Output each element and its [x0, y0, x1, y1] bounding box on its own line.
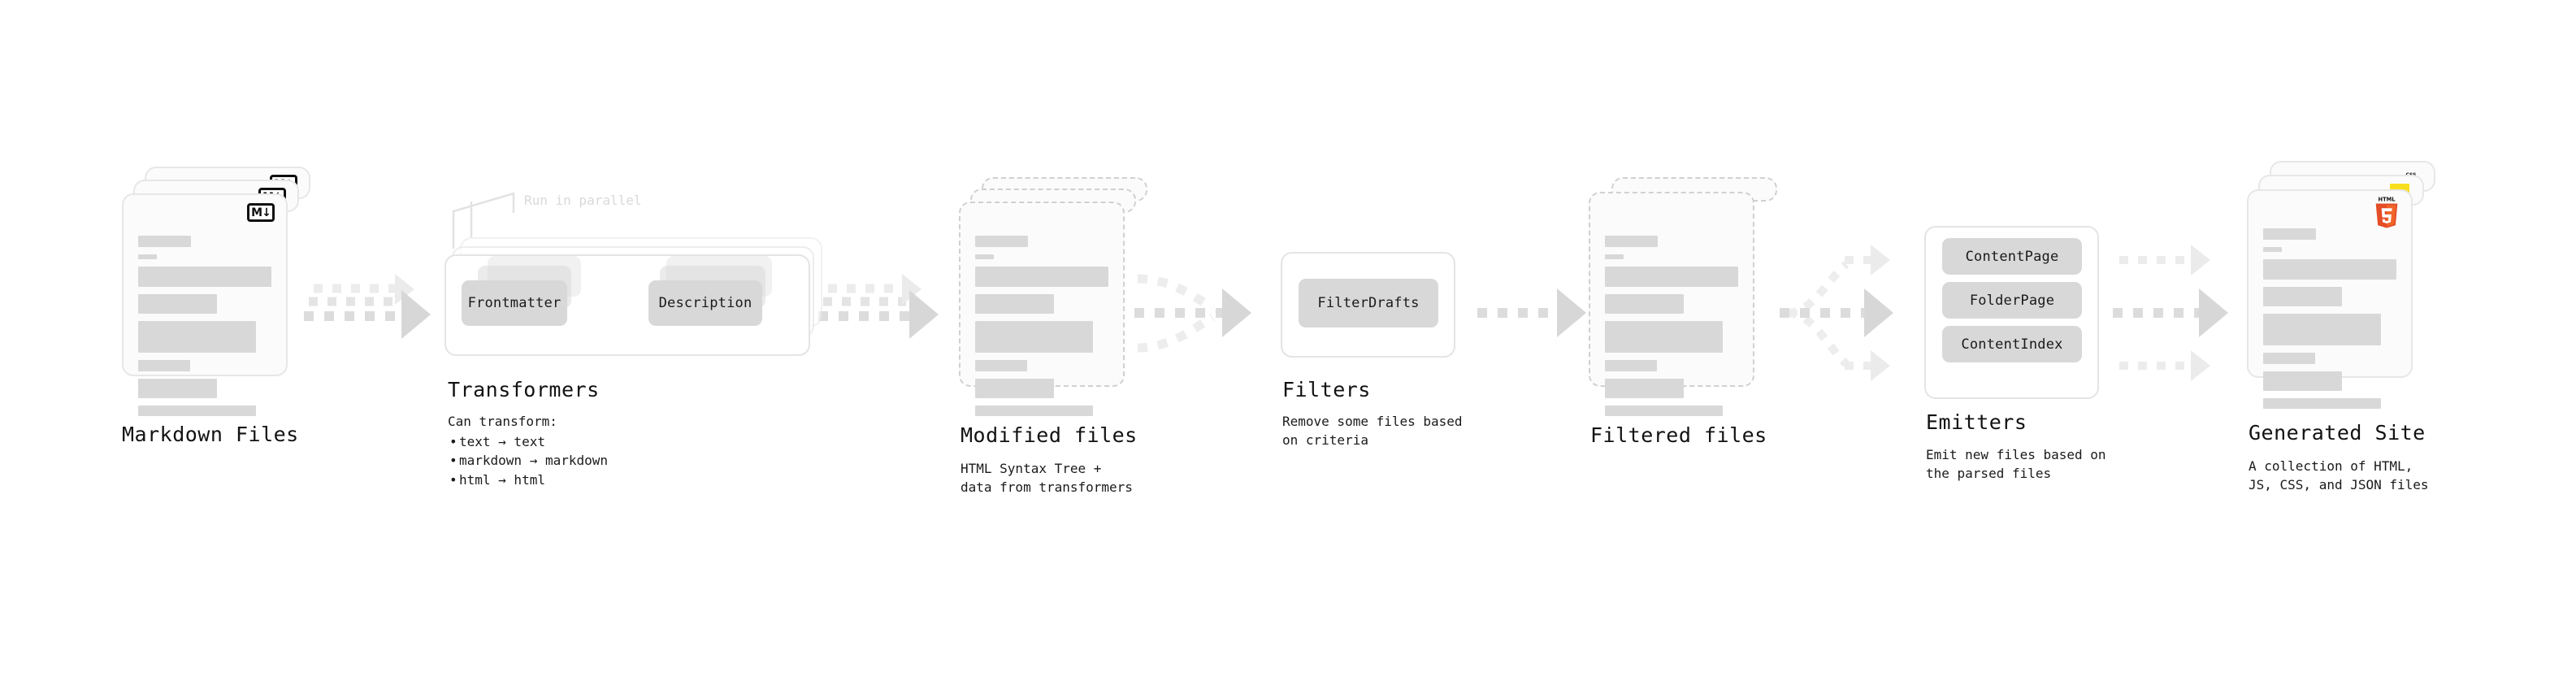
- filters-subcaption: Remove some files based on criteria: [1282, 414, 1463, 449]
- generated-site-caption: Generated Site: [2249, 421, 2426, 445]
- content-bar: [2263, 314, 2381, 345]
- content-bar: [2263, 353, 2315, 364]
- markdown-file-content: M↓: [124, 195, 286, 416]
- content-bar: [138, 254, 157, 259]
- content-bar: [975, 236, 1028, 247]
- markdown-file-card-front: M↓: [122, 193, 288, 416]
- content-bar: [1605, 360, 1657, 371]
- content-bar: [138, 321, 256, 353]
- content-bar: [1605, 254, 1624, 259]
- content-bar: [1605, 321, 1723, 353]
- arrow-emitters-to-generated: [2113, 245, 2228, 381]
- generated-file-content: HTML: [2249, 191, 2411, 409]
- modified-file-card-front: [959, 202, 1125, 416]
- content-bar: [2263, 228, 2316, 240]
- emitter-node-folderpage[interactable]: FolderPage: [1942, 282, 2082, 319]
- arrow-filters-to-filtered: [1477, 288, 1586, 337]
- markdown-badge-label: M↓: [247, 203, 275, 222]
- transformers-bullet-item: markdown → markdown: [448, 451, 608, 470]
- emitter-node-contentpage[interactable]: ContentPage: [1942, 238, 2082, 275]
- arrow-modified-to-filters: [1134, 274, 1251, 353]
- generated-file-card-html: HTML: [2247, 189, 2413, 409]
- html5-icon: HTML: [2375, 197, 2398, 228]
- filters-caption: Filters: [1282, 378, 1371, 401]
- emitters-subcaption: Emit new files based on the parsed files: [1926, 447, 2106, 482]
- content-bar: [975, 254, 994, 259]
- content-bar: [975, 406, 1093, 416]
- content-bar: [138, 379, 217, 398]
- filtered-file-content: [1590, 193, 1753, 416]
- content-bar: [1605, 294, 1684, 314]
- filter-node-filterdrafts[interactable]: FilterDrafts: [1299, 279, 1438, 327]
- content-bar: [2263, 371, 2342, 391]
- filtered-files-caption: Filtered files: [1590, 423, 1767, 447]
- content-bar: [1605, 267, 1738, 287]
- filtered-file-card-front: [1589, 192, 1754, 416]
- transformers-bullets: Can transform: text → text markdown → ma…: [448, 412, 608, 489]
- arrow-transformers-to-modified: [818, 274, 939, 339]
- markdown-icon: M↓: [247, 203, 275, 223]
- content-bar: [138, 360, 190, 371]
- modified-file-content: [961, 203, 1123, 416]
- emitters-caption: Emitters: [1926, 410, 2027, 434]
- transformer-node-frontmatter[interactable]: Frontmatter: [462, 280, 567, 326]
- arrow-markdown-to-transformers: [304, 274, 431, 339]
- transformers-bullet-item: text → text: [448, 432, 608, 451]
- content-bar: [975, 267, 1108, 287]
- content-bar: [1605, 379, 1684, 398]
- modified-files-caption: Modified files: [961, 423, 1138, 447]
- transformers-bullet-item: html → html: [448, 471, 608, 489]
- transformers-caption: Transformers: [448, 378, 600, 401]
- markdown-files-caption: Markdown Files: [122, 423, 299, 446]
- run-in-parallel-label: Run in parallel: [524, 193, 642, 208]
- content-bar: [1605, 406, 1723, 416]
- content-bar: [2263, 398, 2381, 409]
- content-bar: [975, 379, 1054, 398]
- content-bar: [138, 267, 271, 287]
- content-bar: [2263, 287, 2342, 306]
- arrow-filtered-to-emitters: [1780, 245, 1893, 381]
- transformer-node-description[interactable]: Description: [648, 280, 762, 326]
- content-bar: [138, 236, 191, 247]
- emitter-node-contentindex[interactable]: ContentIndex: [1942, 326, 2082, 362]
- svg-text:HTML: HTML: [2379, 197, 2396, 203]
- content-bar: [1605, 236, 1658, 247]
- content-bar: [138, 294, 217, 314]
- transformers-bullets-head: Can transform:: [448, 414, 557, 429]
- content-bar: [975, 294, 1054, 314]
- content-bar: [2263, 247, 2282, 252]
- modified-files-subcaption: HTML Syntax Tree + data from transformer…: [961, 461, 1133, 496]
- generated-site-subcaption: A collection of HTML, JS, CSS, and JSON …: [2249, 458, 2429, 493]
- content-bar: [2263, 259, 2396, 280]
- content-bar: [138, 406, 256, 416]
- content-bar: [975, 321, 1093, 353]
- content-bar: [975, 360, 1027, 371]
